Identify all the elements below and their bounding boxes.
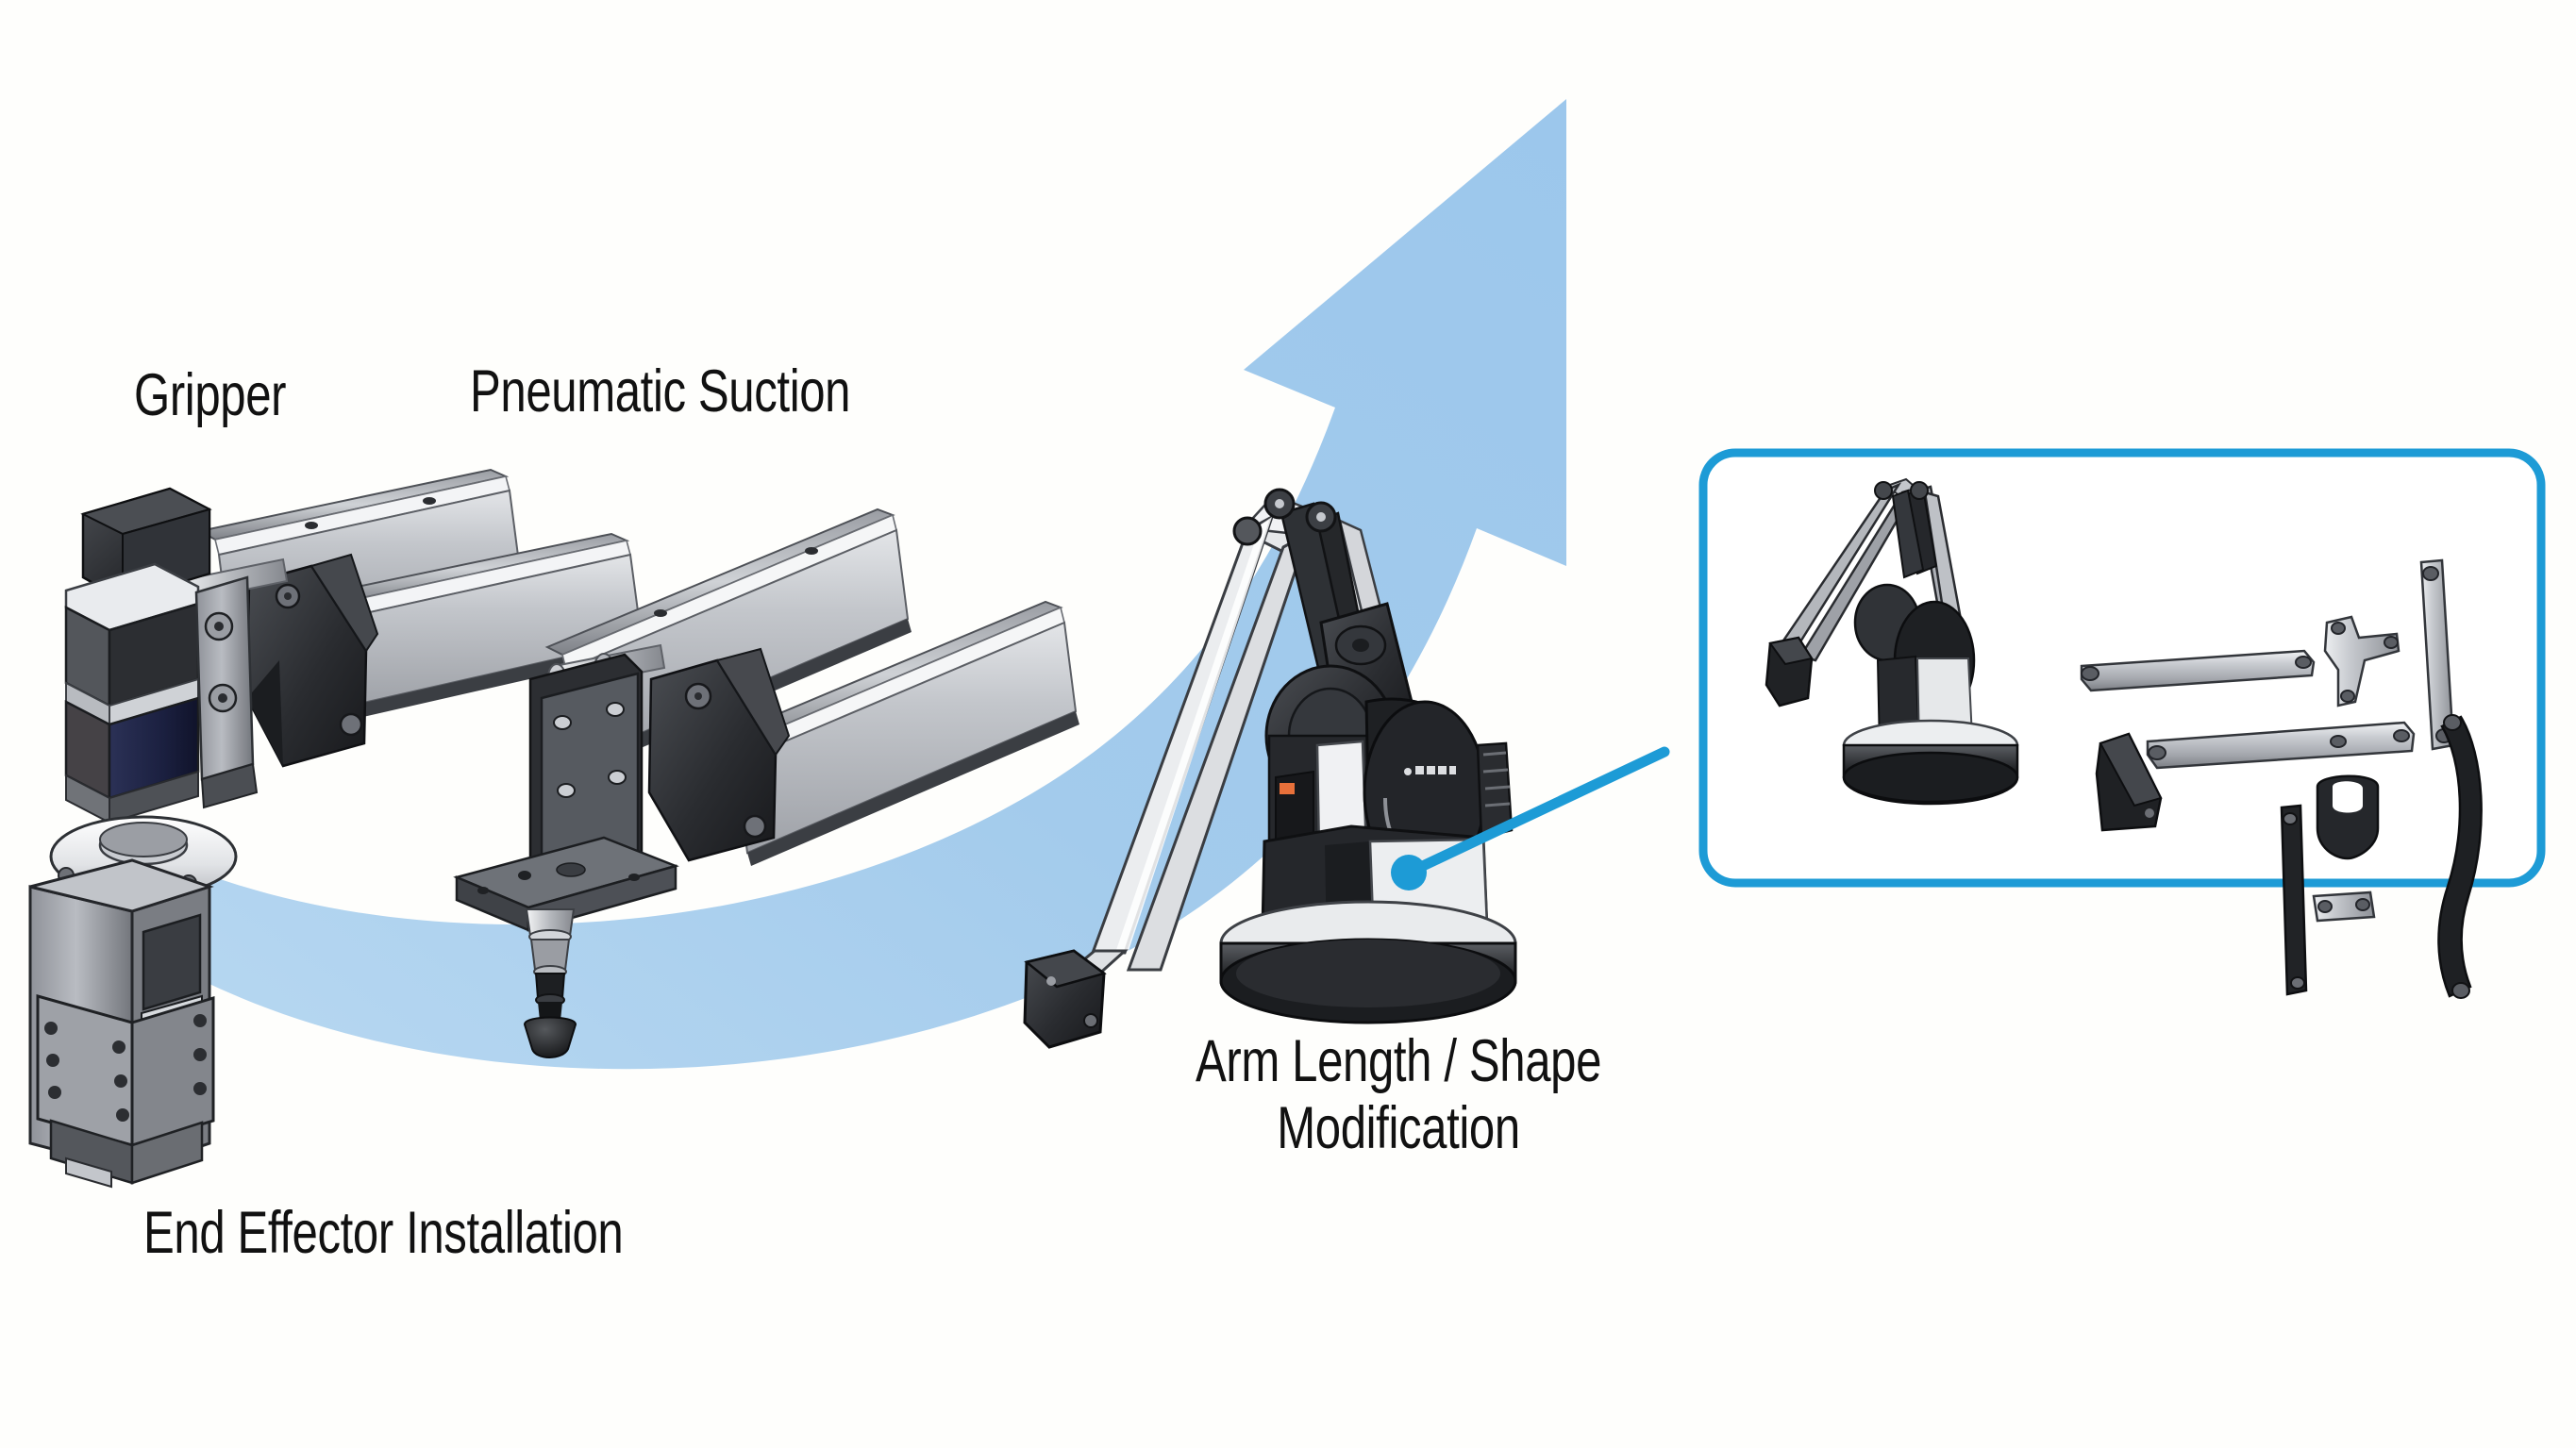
callout-anchor-dot — [1391, 855, 1427, 890]
gripper-assembly — [28, 468, 645, 1189]
callout-robot-mini — [1765, 477, 2019, 806]
robot-motor-body — [1264, 664, 1397, 855]
suction-rail-bracket — [647, 647, 791, 862]
gripper-jaw-plates — [36, 994, 215, 1189]
part-bent-crank-link — [2323, 615, 2400, 707]
part-slim-vertical-link — [2280, 804, 2308, 996]
robot-logo — [1404, 766, 1456, 775]
label-pneumatic-suction: Pneumatic Suction — [470, 358, 851, 424]
gripper-side-plate — [194, 575, 259, 809]
label-gripper: Gripper — [134, 362, 287, 428]
exploded-parts-callout — [1698, 448, 2546, 999]
pneumatic-suction-cup — [523, 908, 577, 1058]
gripper-top-cap — [80, 487, 212, 602]
robot-arm-center — [1023, 488, 1517, 1049]
part-c-shaped-clevis — [2316, 774, 2380, 860]
part-curved-black-link — [2437, 714, 2483, 999]
label-end-effector-installation: End Effector Installation — [143, 1200, 624, 1266]
part-long-link-bar-lower — [2146, 721, 2416, 770]
robot-base-disc — [1219, 900, 1517, 1024]
callout-leader-line — [1391, 746, 1670, 890]
suction-assembly — [453, 508, 1079, 1058]
part-triangular-gusset-bracket — [2095, 732, 2163, 832]
robot-upper-linkage — [1090, 488, 1436, 972]
robot-end-block — [1023, 949, 1107, 1049]
callout-exploded-parts — [2080, 558, 2483, 999]
gripper-rail-bracket — [245, 553, 379, 768]
label-arm-length-shape-modification: Arm Length / Shape Modification — [1195, 1028, 1602, 1161]
part-long-link-bar-upper — [2080, 649, 2316, 692]
gripper-servo-stack — [64, 562, 200, 824]
part-short-spacer-link — [2312, 890, 2376, 923]
